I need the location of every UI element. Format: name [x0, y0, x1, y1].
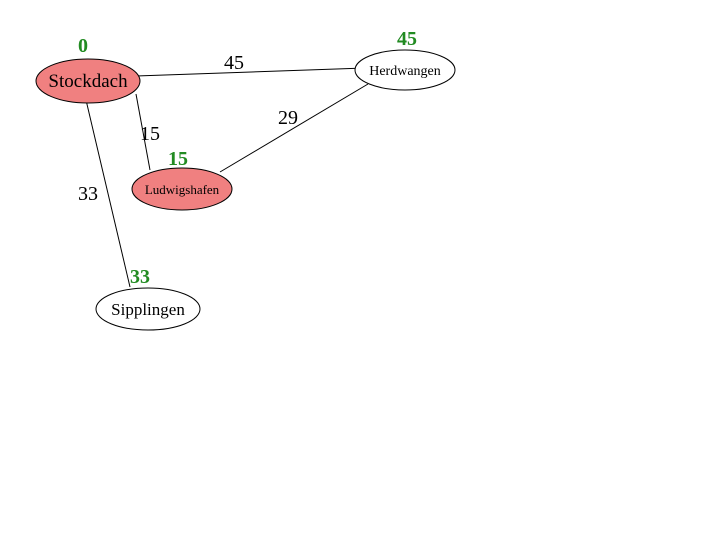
node-stockdach: [35, 58, 141, 104]
edge-weight-stockdach-ludwigshafen: 15: [140, 123, 160, 145]
edge-stockdach-herdwangen: [135, 67, 366, 77]
distance-label-sipplingen: 33: [130, 266, 150, 288]
edge-ludwigshafen-herdwangen: [219, 83, 369, 173]
node-label-stockdach: Stockdach: [48, 71, 128, 92]
edge-weight-ludwigshafen-herdwangen: 29: [278, 107, 298, 129]
node-sipplingen: [95, 287, 201, 331]
edge-stockdach-ludwigshafen: [135, 93, 151, 171]
edge-weight-stockdach-sipplingen: 33: [78, 183, 98, 205]
edge-stockdach-sipplingen: [85, 99, 131, 288]
node-herdwangen: [354, 49, 456, 91]
distance-label-ludwigshafen: 15: [168, 148, 188, 170]
node-label-sipplingen: Sipplingen: [111, 300, 185, 319]
node-label-ludwigshafen: Ludwigshafen: [145, 182, 220, 197]
node-ludwigshafen: [131, 167, 233, 211]
edge-weight-stockdach-herdwangen: 45: [224, 52, 244, 74]
distance-label-herdwangen: 45: [397, 28, 417, 50]
node-label-herdwangen: Herdwangen: [369, 64, 441, 79]
distance-label-stockdach: 0: [78, 35, 88, 57]
